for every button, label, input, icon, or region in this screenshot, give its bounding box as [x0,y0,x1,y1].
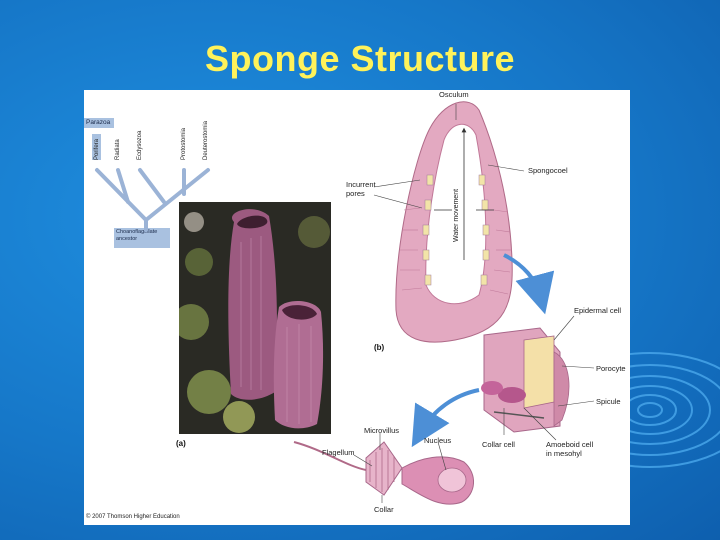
label-microvillus: Microvillus [364,426,400,435]
label-nucleus: Nucleus [424,436,452,445]
label-amoeboid-cell: Amoeboid cell in mesohyl [546,440,594,458]
slide-title: Sponge Structure [204,38,516,79]
zoom-arrow-1 [503,253,555,315]
label-spongocoel: Spongocoel [528,166,568,175]
label-collar-cell: Collar cell [482,440,515,449]
copyright-notice: © 2007 Thomson Higher Education [86,514,180,520]
choanoflagellate-label: Choanoflagellate ancestor [114,228,170,248]
label-osculum: Osculum [439,90,469,99]
zoom-arrow-2 [411,388,480,448]
label-porocyte: Porocyte [596,364,626,373]
sponge-figure: Parazoa Porifera Radiata Ecdysozoa Proto… [84,90,630,525]
photo-label-a: (a) [176,439,186,448]
label-flagellum: Flagellum [322,448,355,457]
wall-detail [481,315,595,441]
parazoa-label: Parazoa [84,118,114,128]
sponge-body [373,101,525,343]
sponge-photo [179,202,331,434]
collar-cell-drawing [293,433,474,505]
label-collar: Collar [374,505,394,514]
porifera-box [92,134,101,160]
label-part-b: (b) [374,343,385,352]
label-epidermal-cell: Epidermal cell [574,306,622,315]
label-spicule: Spicule [596,397,621,406]
label-water-movement: Water movement [453,188,460,242]
cladogram-tree [95,168,210,232]
label-incurrent-pores: Incurrent pores [346,180,376,198]
figure-drawing [95,101,595,505]
